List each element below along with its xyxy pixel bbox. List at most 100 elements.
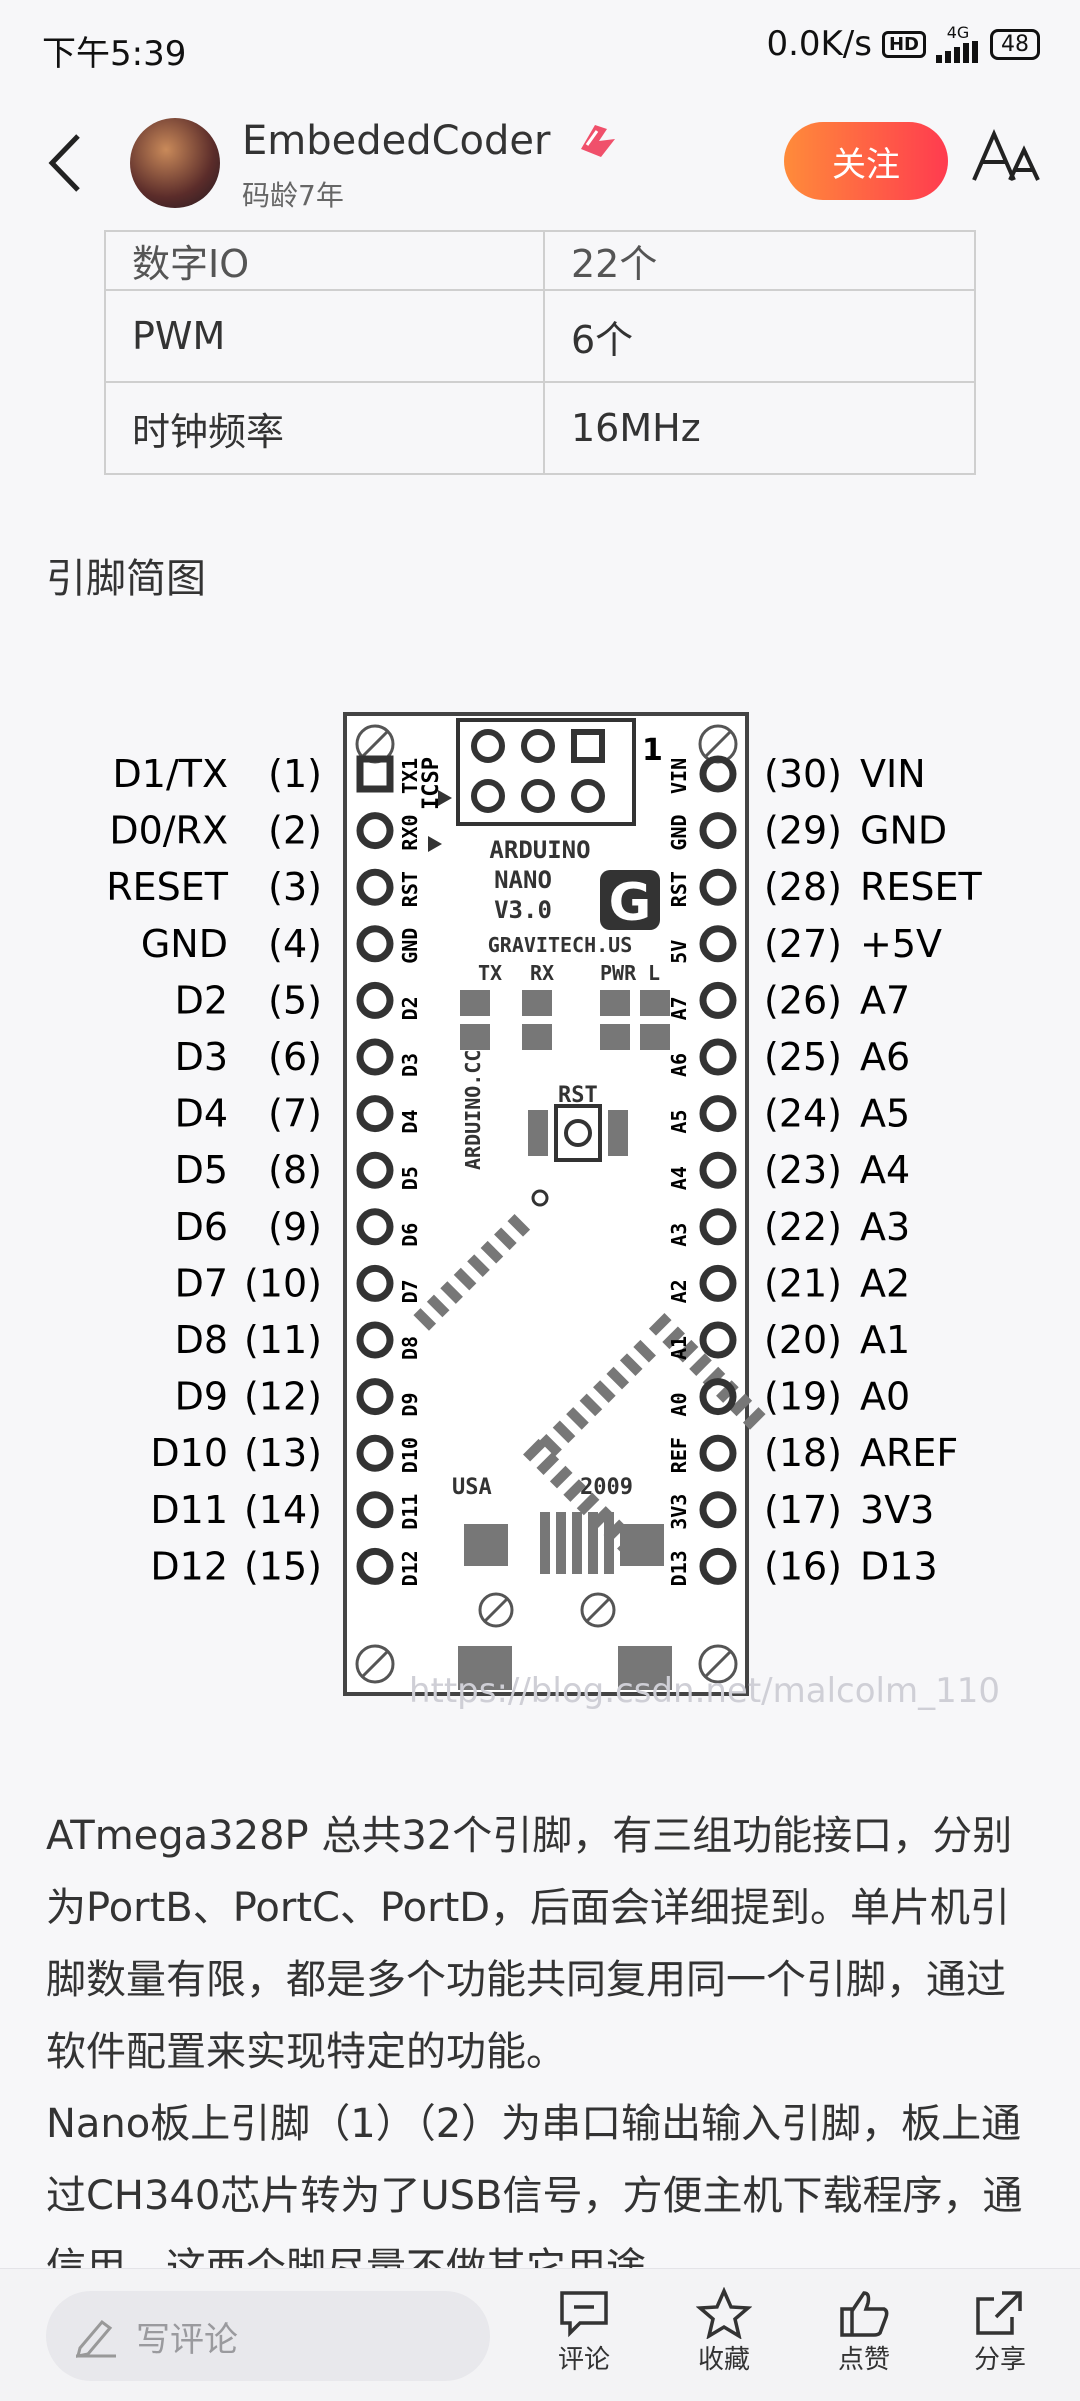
left-pin-number: (10): [244, 1261, 322, 1305]
left-pin-pad: [356, 1208, 394, 1246]
right-pin-number: (17): [764, 1488, 842, 1532]
rx-arrow-icon: [428, 836, 442, 852]
network-speed: 0.0K/s: [766, 24, 872, 64]
reset-button-icon: [528, 1104, 628, 1162]
bottom-action-bar: 写评论 评论 收藏 点赞 分享: [0, 2268, 1080, 2401]
comment-button[interactable]: 评论: [534, 2287, 634, 2376]
right-pin-pad: [699, 812, 737, 850]
right-pin-number: (24): [764, 1092, 842, 1136]
left-silk-label: D11: [398, 1494, 422, 1530]
right-pin-number: (18): [764, 1431, 842, 1475]
right-pin-number: (26): [764, 978, 842, 1022]
chip-pin: [662, 1326, 685, 1350]
avatar[interactable]: [130, 118, 220, 208]
left-pin-pad: [356, 981, 394, 1019]
board-nano-text: NANO: [494, 866, 552, 894]
right-pin-pad: [699, 1208, 737, 1246]
right-pin-label: A2: [860, 1261, 910, 1305]
chip-pin: [675, 1339, 699, 1363]
left-silk-label: D5: [398, 1166, 422, 1190]
left-pin-number: (6): [268, 1035, 322, 1079]
right-pin-number: (22): [764, 1205, 842, 1249]
right-silk-label: 3V3: [667, 1494, 691, 1530]
left-silk-label: D6: [398, 1223, 422, 1247]
board-site-text: GRAVITECH.US: [488, 933, 633, 957]
right-pin-number: (20): [764, 1318, 842, 1362]
chip-pin: [467, 1254, 490, 1277]
share-button[interactable]: 分享: [950, 2287, 1050, 2376]
favorite-label: 收藏: [697, 2345, 750, 2375]
right-silk-label: GND: [667, 814, 691, 850]
right-pin-label: A0: [860, 1375, 910, 1419]
right-pin-label: A7: [860, 978, 910, 1022]
status-right: 0.0K/s HD 4G 48: [766, 24, 1040, 64]
right-pin-label: 3V3: [860, 1488, 934, 1532]
left-silk-label: D12: [398, 1550, 422, 1586]
led-pads: [460, 990, 670, 1050]
like-button[interactable]: 点赞: [814, 2287, 914, 2376]
chip-pin: [480, 1240, 504, 1264]
author-name-row[interactable]: EmbededCoder: [242, 118, 623, 168]
left-pin-pad: [356, 1038, 394, 1076]
left-pin-label: D9: [175, 1375, 228, 1419]
chip-pin: [539, 1433, 562, 1457]
font-size-icon[interactable]: [970, 128, 1042, 201]
left-pin-label: D7: [175, 1261, 228, 1305]
mcu-chip: [413, 1214, 766, 1556]
status-time: 下午5:39: [42, 34, 187, 74]
author-name[interactable]: EmbededCoder: [242, 118, 551, 164]
right-pin-label: A1: [860, 1318, 910, 1362]
left-silk-label: D9: [398, 1393, 422, 1417]
left-pin-number: (4): [268, 922, 322, 966]
back-icon[interactable]: [40, 128, 90, 198]
left-pin-pad: [356, 1264, 394, 1302]
left-pin-label: D12: [150, 1544, 228, 1588]
signal-bars-icon: [936, 41, 978, 63]
left-pin-pad: [356, 1547, 394, 1585]
right-pin-pad: [699, 1151, 737, 1189]
icsp-pads: [471, 729, 605, 813]
chip-pin: [494, 1227, 517, 1251]
right-pin-pad: [699, 755, 737, 793]
right-silk-label: REF: [667, 1437, 691, 1473]
left-pin-number: (12): [244, 1375, 322, 1419]
chip-pin: [549, 1465, 573, 1489]
section-title: 引脚简图: [46, 556, 206, 602]
left-silk-label: D4: [398, 1110, 422, 1134]
left-pin-pad: [356, 812, 394, 850]
right-pin-label: GND: [860, 809, 947, 853]
comment-input[interactable]: 写评论: [46, 2291, 490, 2381]
right-pin-pad: [699, 1264, 737, 1302]
l-led-label: L: [648, 961, 660, 985]
battery-icon: 48: [990, 28, 1040, 60]
right-pin-label: VIN: [860, 752, 926, 796]
right-silk-label: A6: [667, 1053, 691, 1077]
left-silk-label: D10: [398, 1437, 422, 1473]
right-pin-label: AREF: [860, 1431, 958, 1475]
chip-pin: [413, 1308, 437, 1331]
right-silk-label: A1: [667, 1336, 691, 1360]
chip-pin: [453, 1267, 477, 1291]
left-pin-number: (2): [268, 809, 322, 853]
left-silk-label: RST: [398, 871, 422, 907]
right-pin-label: A5: [860, 1092, 910, 1136]
left-pin-number: (1): [268, 752, 322, 796]
chip-pin: [742, 1407, 766, 1430]
left-pin-label: D2: [175, 978, 228, 1022]
left-pin-number: (14): [244, 1488, 322, 1532]
favorite-button[interactable]: 收藏: [674, 2287, 774, 2376]
chip-pin: [689, 1353, 712, 1376]
left-silk-label: D3: [398, 1053, 422, 1077]
bottom-components: [458, 1512, 672, 1690]
right-silk-label: A4: [667, 1166, 691, 1190]
table-cell: 6个: [543, 289, 976, 383]
article-header: EmbededCoder 码龄7年 关注: [0, 100, 1080, 230]
right-silk-label: D13: [667, 1550, 691, 1586]
gravitech-logo-icon: G: [600, 870, 660, 933]
chip-pin: [593, 1380, 616, 1403]
right-silk-label: A7: [667, 996, 691, 1020]
follow-button[interactable]: 关注: [784, 122, 948, 200]
left-pin-number: (11): [244, 1318, 322, 1362]
left-silk-label: D8: [398, 1336, 422, 1360]
right-silk-label: A5: [667, 1110, 691, 1134]
